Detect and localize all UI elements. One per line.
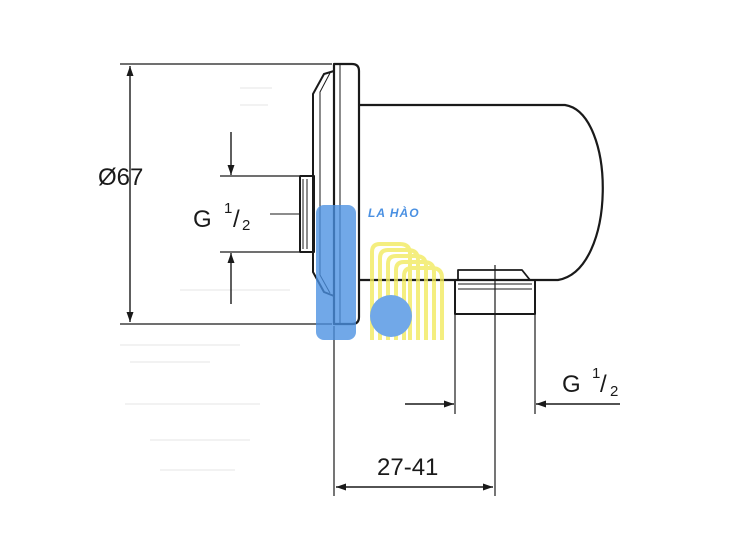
watermark-blue-dot	[370, 295, 412, 337]
outlet-thread-dimension	[405, 312, 620, 414]
projection-dimension	[333, 265, 496, 496]
outlet-thread-denominator: 2	[610, 383, 618, 400]
inlet-thread-denominator: 2	[242, 217, 250, 234]
projection-label: 27-41	[377, 454, 438, 481]
background-ghost-marks	[120, 87, 290, 471]
inlet-thread-dimension	[220, 132, 300, 304]
diameter-label: Ø67	[98, 164, 143, 191]
inlet-thread-letter: G	[193, 206, 212, 233]
inlet-thread-slash: /	[233, 206, 240, 233]
watermark-yellow-arches	[370, 242, 444, 340]
inlet-thread-numerator: 1	[224, 200, 232, 217]
watermark-blue-bar	[316, 205, 356, 340]
watermark-text: LA HÀO	[368, 205, 420, 220]
outlet-thread-letter: G	[562, 371, 581, 398]
fitting-body	[299, 62, 604, 326]
diameter-dimension	[120, 63, 332, 325]
watermark-logo	[316, 205, 444, 340]
outlet-thread-slash: /	[600, 371, 607, 398]
main-body	[359, 103, 604, 282]
outlet-thread-numerator: 1	[592, 365, 600, 382]
